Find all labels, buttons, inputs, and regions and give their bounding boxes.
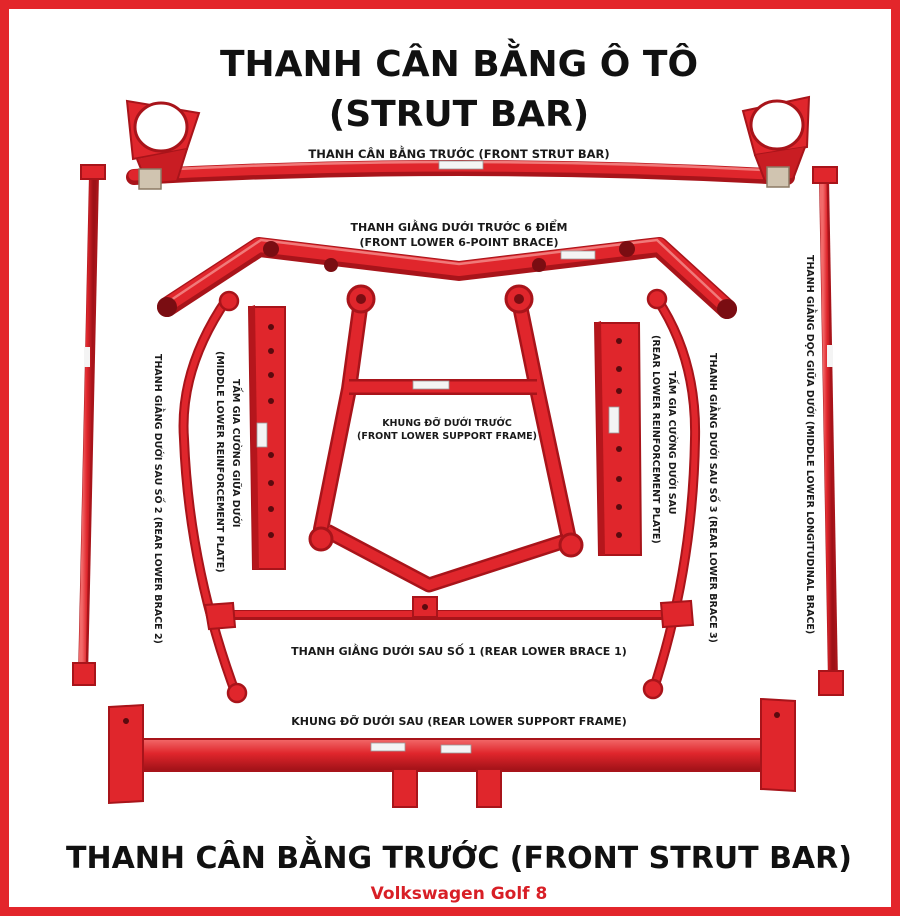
label-middle-lower-plate-line-1: TẤM GIA CƯỜNG GIỮA DƯỚI bbox=[230, 379, 241, 528]
label-middle-lower-plate-line-2: (MIDDLE LOWER REINFORCEMENT PLATE) bbox=[214, 351, 225, 573]
left-longitudinal-bar bbox=[72, 164, 106, 686]
label-rear-lower-brace-1: THANH GIẰNG DƯỚI SAU SỐ 1 (REAR LOWER BR… bbox=[291, 645, 627, 658]
rear-lower-support-frame bbox=[108, 697, 796, 808]
front-lower-support-frame bbox=[308, 284, 584, 593]
footer-title: THANH CÂN BẰNG TRƯỚC (FRONT STRUT BAR) bbox=[66, 841, 852, 876]
strut-mount-right bbox=[741, 95, 811, 188]
page-title-line-2: (STRUT BAR) bbox=[328, 94, 590, 135]
label-front-lower-support-line-2: (FRONT LOWER SUPPORT FRAME) bbox=[356, 431, 538, 442]
front-lower-6-point-brace bbox=[157, 237, 737, 319]
label-rear-lower-plate-line-1: TẤM GIA CƯỜNG DƯỚI SAU bbox=[666, 371, 677, 515]
label-rear-lower-brace-3: THANH GIẰNG DƯỚI SAU SỐ 3 (REAR LOWER BR… bbox=[707, 353, 718, 643]
label-rear-lower-plate-line-2: (REAR LOWER REINFORCEMENT PLATE) bbox=[650, 335, 661, 544]
strut-mount-left bbox=[125, 99, 201, 190]
footer-model: Volkswagen Golf 8 bbox=[370, 884, 548, 904]
label-rear-lower-support-frame: KHUNG ĐỠ DƯỚI SAU (REAR LOWER SUPPORT FR… bbox=[291, 715, 627, 728]
middle-lower-reinforcement-plate bbox=[247, 305, 286, 570]
label-front-strut-bar: THANH CÂN BẰNG TRƯỚC (FRONT STRUT BAR) bbox=[308, 147, 610, 161]
label-middle-lower-longitudinal-brace: THANH GIẰNG DỌC GIỮA DƯỚI (MIDDLE LOWER … bbox=[804, 255, 815, 635]
label-rear-lower-brace-2: THANH GIẰNG DƯỚI SAU SỐ 2 (REAR LOWER BR… bbox=[152, 354, 163, 644]
middle-lower-longitudinal-brace bbox=[812, 166, 844, 696]
label-front-lower-6-point-line-1: THANH GIẰNG DƯỚI TRƯỚC 6 ĐIỂM bbox=[350, 221, 568, 234]
parts-illustration bbox=[72, 95, 844, 808]
label-front-lower-6-point-line-2: (FRONT LOWER 6-POINT BRACE) bbox=[359, 236, 559, 249]
label-front-lower-support-line-1: KHUNG ĐỠ DƯỚI TRƯỚC bbox=[382, 418, 512, 429]
page-title-line-1: THANH CÂN BẰNG Ô TÔ bbox=[219, 44, 699, 85]
rear-lower-brace-1 bbox=[203, 596, 695, 631]
rear-lower-reinforcement-plate bbox=[593, 321, 643, 556]
front-strut-bar bbox=[125, 95, 811, 190]
